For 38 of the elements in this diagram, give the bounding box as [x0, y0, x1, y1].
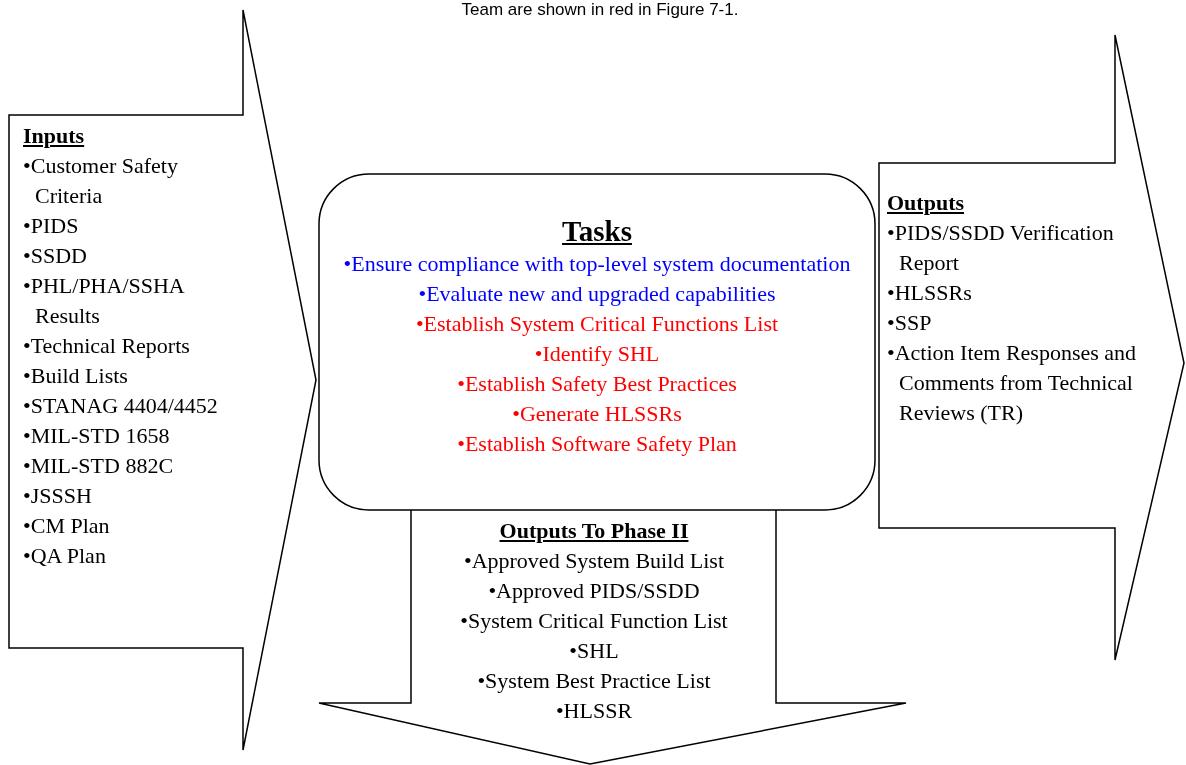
note-text: Team are shown in red in Figure 7-1. — [460, 0, 740, 20]
list-item: •SSP — [887, 309, 933, 337]
phase-outputs-panel — [318, 508, 908, 765]
list-item: •JSSSH — [23, 482, 93, 510]
list-item: •CM Plan — [23, 512, 111, 540]
section-heading: Outputs To Phase II — [498, 517, 690, 545]
list-item: •STANAG 4404/4452 — [23, 392, 219, 420]
list-item: •Evaluate new and upgraded capabilities — [417, 280, 777, 308]
list-item: •PIDS — [23, 212, 80, 240]
list-item: •QA Plan — [23, 542, 107, 570]
list-item: •MIL-STD 1658 — [23, 422, 171, 450]
list-item: •MIL-STD 882C — [23, 452, 175, 480]
list-item: •Action Item Responses and Comments from Technical Reviews (TR) — [887, 339, 1138, 427]
list-item: •Approved System Build List — [462, 547, 726, 575]
list-item: •Ensure compliance with top-level system documentation — [342, 250, 852, 278]
section-heading: Inputs — [23, 122, 86, 150]
list-item: •Build Lists — [23, 362, 129, 390]
list-item: •Establish Safety Best Practices — [456, 370, 738, 398]
section-heading: Tasks — [561, 214, 633, 249]
list-item: •System Critical Function List — [459, 607, 729, 635]
list-item: •Establish Software Safety Plan — [456, 430, 738, 458]
inputs-panel — [8, 8, 317, 752]
rounded-task-box — [318, 173, 876, 511]
list-item: •HLSSR — [554, 697, 634, 725]
list-item: •Technical Reports — [23, 332, 191, 360]
list-item: •Generate HLSSRs — [511, 400, 683, 428]
list-item: •Establish System Critical Functions List — [414, 310, 780, 338]
list-item: •Identify SHL — [533, 340, 661, 368]
list-item: •System Best Practice List — [476, 667, 712, 695]
list-item: •PIDS/SSDD Verification Report — [887, 219, 1115, 277]
list-item: •SSDD — [23, 242, 88, 270]
list-item: •Customer Safety Criteria — [23, 152, 179, 210]
outputs-panel — [878, 33, 1186, 663]
section-heading: Outputs — [887, 189, 966, 217]
list-item: •HLSSRs — [887, 279, 973, 307]
list-item: •SHL — [568, 637, 620, 665]
list-item: •Approved PIDS/SSDD — [487, 577, 701, 605]
list-item: •PHL/PHA/SSHA Results — [23, 272, 186, 330]
